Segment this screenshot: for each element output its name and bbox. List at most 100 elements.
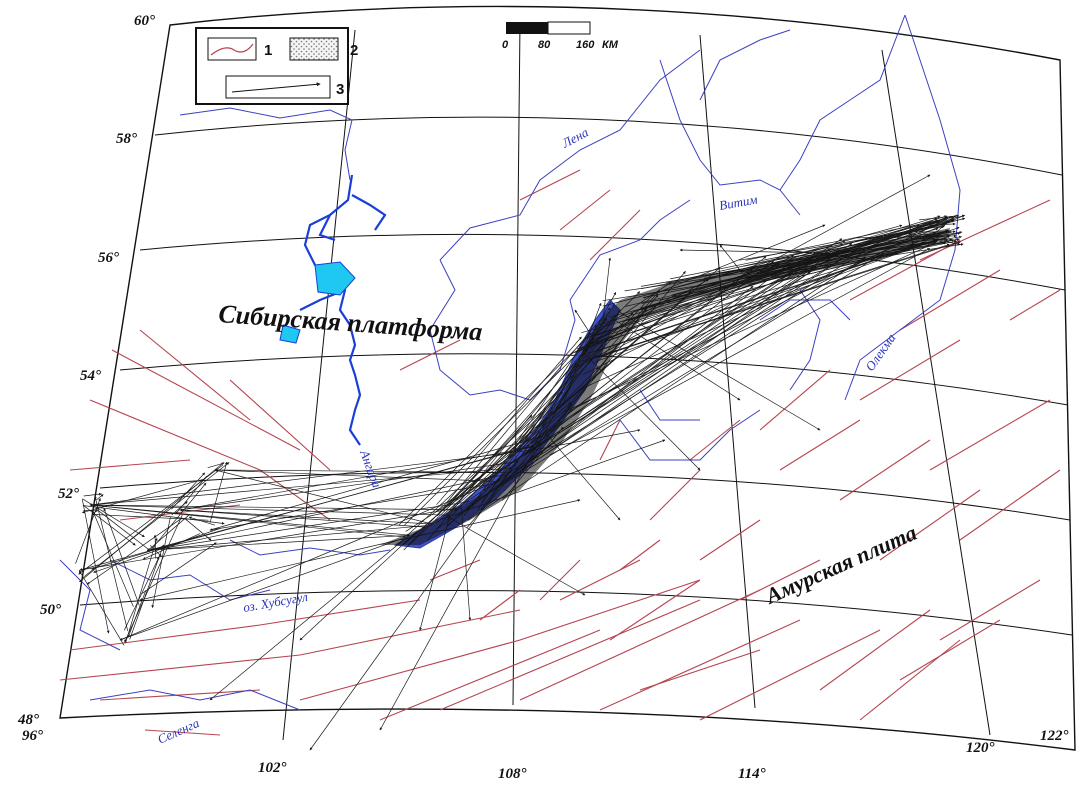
displacement-vector [89,449,530,507]
displacement-vector [209,435,543,531]
displacement-vector [467,256,867,521]
displacement-vector [81,499,110,634]
displacement-vector [78,569,125,646]
legend-label-1: 1 [264,42,272,59]
displacement-vector [574,309,594,340]
displacement-vector [309,386,572,751]
displacement-vector [146,515,189,552]
displacement-vector [188,516,216,526]
lat-label-50: 50° [40,602,61,618]
rivers [59,14,961,711]
displacement-vector [670,223,940,280]
displacement-vector [463,341,595,517]
displacement-vector [179,446,533,511]
displacement-vector [419,514,451,631]
legend-item-dotted-area: 2 [289,37,358,61]
displacement-vector [149,474,506,551]
displacement-vector [585,354,701,471]
displacement-vector [606,244,921,341]
legend-item-fault: 1 [207,37,272,61]
lat-label-58: 58° [116,131,137,147]
displacement-vector [82,504,136,546]
lon-label-122: 122° [1040,728,1069,744]
displacement-vector [214,468,498,482]
displacement-vector [86,518,182,585]
displacement-vector [89,504,458,512]
displacement-vector [151,517,171,609]
displacement-vector [119,479,501,641]
displacement-vector [446,307,611,503]
scale-label-0: 0 [502,39,509,51]
lat-label-52: 52° [58,486,79,502]
displacement-vector [184,517,212,541]
vector-core [380,228,950,545]
displacement-vector [123,556,160,631]
lat-label-60: 60° [134,13,155,29]
displacement-vector [597,235,951,352]
displacement-vector [447,248,831,507]
displacement-vector [595,239,937,363]
displacement-vector [549,248,931,456]
lon-label-120: 120° [966,740,995,756]
region-label-siberian-platform: Сибирская платформа [218,299,484,346]
displacement-vector [436,336,582,505]
displacement-vector [179,508,433,525]
lat-label-56: 56° [98,250,119,266]
river-label-vitim: Витим [718,191,759,212]
displacement-vector [78,464,224,575]
displacement-vector [81,478,206,514]
map-frame [59,5,1076,751]
scale-label-80: 80 [538,39,551,51]
displacement-vector [446,516,586,596]
displacement-vector [207,462,225,469]
region-label-amur-plate: Амурская плита [760,520,920,610]
displacement-vector [91,550,151,570]
displacement-vector [752,174,931,272]
displacement-vector [92,510,134,607]
displacement-vector [83,462,230,577]
displacement-vector [75,497,101,564]
displacement-vector [919,214,960,221]
river-label-olekma: Олекма [862,330,899,373]
displacement-vector [103,508,140,606]
displacement-vector [149,534,410,552]
displacement-vector [89,504,411,537]
lat-label-48: 48° [17,712,39,728]
latitude-labels: 60° 58° 56° 54° 52° 50° 48° [17,13,155,728]
legend-label-3: 3 [336,81,344,98]
displacement-vector [127,590,147,638]
lake-polygons [279,261,356,344]
displacement-vector [480,260,775,488]
legend-item-vector: 3 [225,75,344,99]
displacement-vector [209,535,409,701]
lon-label-114: 114° [738,766,766,782]
displacement-vector [592,241,961,359]
displacement-vector [119,537,405,641]
displacement-vector [149,445,535,551]
lon-label-96: 96° [22,728,43,744]
displacement-vector [618,310,821,431]
river-label-selenga: Селенга [155,715,202,747]
displacement-vector [129,544,165,640]
displacement-vector [124,514,183,643]
displacement-vector [299,531,418,641]
displacement-vector [95,508,151,551]
scale-unit: КМ [602,39,619,51]
displacement-vector [79,507,461,572]
displacement-vector [89,466,513,506]
scale-label-160: 160 [576,39,595,51]
displacement-vector [141,542,217,595]
displacement-vector [472,273,792,483]
displacement-vector [150,482,207,551]
displacement-vector [94,495,129,631]
displacement-vector [449,348,589,505]
displacement-vector [214,469,433,525]
displacement-vector [679,248,843,254]
displacement-vector [461,506,472,621]
lon-label-108: 108° [498,766,527,782]
displacement-vector [398,327,597,526]
scale-bar: 0 80 160 КМ [502,21,619,51]
displacement-vector [602,257,612,323]
displacement-vector [96,494,104,501]
